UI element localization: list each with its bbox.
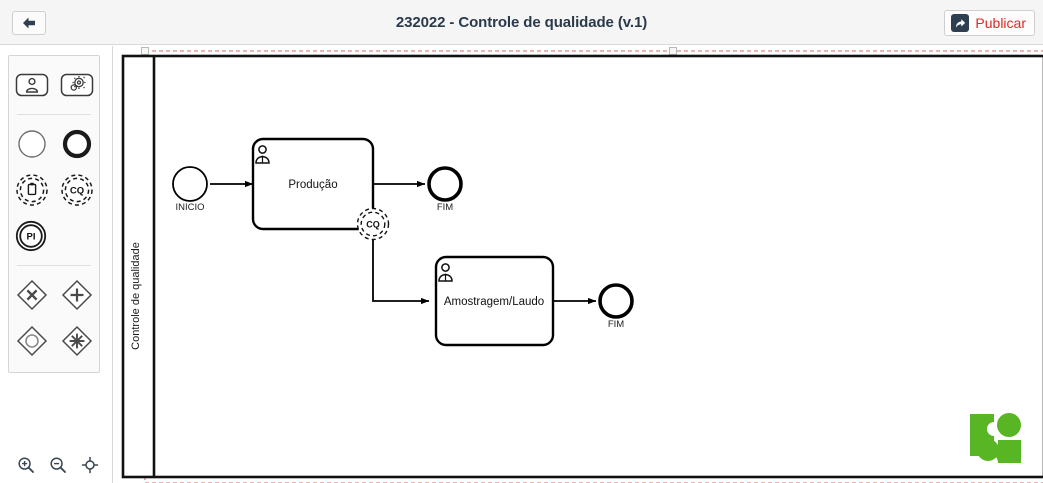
end-event-fim-1[interactable]: FIM <box>427 166 463 213</box>
end-event-fim-2[interactable]: FIM <box>598 283 634 330</box>
flow-cq-amostragem[interactable] <box>372 234 430 305</box>
intermediate-pi-event-tool[interactable]: PI <box>11 216 51 256</box>
task-amostragem-laudo[interactable]: Amostragem/Laudo <box>434 255 555 347</box>
clipboard-boundary-event-icon <box>15 174 48 206</box>
gear-service-task-icon <box>60 73 93 97</box>
palette-divider-2 <box>17 265 91 266</box>
boundary-form-event-tool[interactable] <box>12 170 52 210</box>
sequence-flows <box>210 180 597 305</box>
lane-label: Controle de qualidade <box>130 242 142 350</box>
arrow-left-icon <box>23 17 35 29</box>
app-logo-icon <box>970 413 1021 463</box>
boundary-event-cq[interactable]: CQ <box>356 207 390 241</box>
pool-frame[interactable] <box>121 54 1043 479</box>
publish-button[interactable]: Publicar <box>944 10 1035 36</box>
boundary-cq-event-tool[interactable]: CQ <box>57 170 97 210</box>
page-title: 232022 - Controle de qualidade (v.1) <box>395 14 648 31</box>
zoom-out-icon <box>50 457 66 473</box>
zoom-out-button[interactable] <box>42 452 74 478</box>
start-event-tool[interactable] <box>12 124 52 164</box>
element-palette: CQ PI <box>8 55 100 373</box>
inclusive-gateway-tool[interactable] <box>12 321 52 361</box>
start-event-circle-icon <box>17 130 46 158</box>
publish-button-label: Publicar <box>975 15 1026 31</box>
user-task-marker-icon <box>255 145 270 164</box>
zoom-controls <box>10 452 106 478</box>
complex-gateway-tool[interactable] <box>57 321 97 361</box>
crosshair-center-icon <box>81 456 99 474</box>
app-logo <box>968 410 1023 465</box>
zoom-in-icon <box>18 457 34 473</box>
task-amostragem-laudo-label: Amostragem/Laudo <box>444 296 544 308</box>
task-producao[interactable]: Produção <box>251 137 375 231</box>
end-event-thick-circle-icon <box>62 129 91 159</box>
complex-gateway-icon <box>61 325 92 357</box>
app-header: 232022 - Controle de qualidade (v.1) Pub… <box>0 0 1043 45</box>
publish-share-icon <box>951 14 970 32</box>
zoom-in-button[interactable] <box>10 452 42 478</box>
user-task-marker-icon <box>438 263 453 282</box>
palette-group-events-row2: CQ <box>9 167 99 213</box>
palette-group-events-row3: PI <box>9 213 99 259</box>
palette-group-gateways-row2 <box>9 318 99 364</box>
palette-group-gateways-row1 <box>9 272 99 318</box>
boundary-event-cq-label: CQ <box>366 220 380 230</box>
service-task-tool[interactable] <box>57 65 97 105</box>
parallel-gateway-tool[interactable] <box>57 275 97 315</box>
svg-text:PI: PI <box>27 232 36 243</box>
start-event-inicio-label: INICIO <box>175 202 204 213</box>
end-event-tool[interactable] <box>57 124 97 164</box>
palette-divider-1 <box>17 114 91 115</box>
exclusive-gateway-icon <box>16 279 47 311</box>
start-event-inicio[interactable]: INICIO <box>172 166 208 213</box>
exclusive-gateway-tool[interactable] <box>12 275 52 315</box>
svg-text:CQ: CQ <box>69 186 83 197</box>
task-producao-label: Produção <box>288 179 337 191</box>
inclusive-gateway-icon <box>16 325 47 357</box>
cq-boundary-event-icon: CQ <box>60 174 93 206</box>
user-task-icon <box>15 73 48 97</box>
bpmn-canvas[interactable]: Controle de qualidade INICIO Produção <box>112 46 1043 483</box>
user-task-tool[interactable] <box>12 65 52 105</box>
fit-to-view-button[interactable] <box>74 452 106 478</box>
bpmn-diagram: Controle de qualidade INICIO Produção <box>121 47 1043 483</box>
parallel-gateway-icon <box>61 279 92 311</box>
pi-intermediate-event-icon: PI <box>15 220 47 252</box>
palette-group-tasks <box>9 62 99 108</box>
end-event-fim-1-label: FIM <box>437 202 453 213</box>
palette-group-events-row1 <box>9 121 99 167</box>
end-event-fim-2-label: FIM <box>608 319 624 330</box>
back-button[interactable] <box>12 11 46 35</box>
